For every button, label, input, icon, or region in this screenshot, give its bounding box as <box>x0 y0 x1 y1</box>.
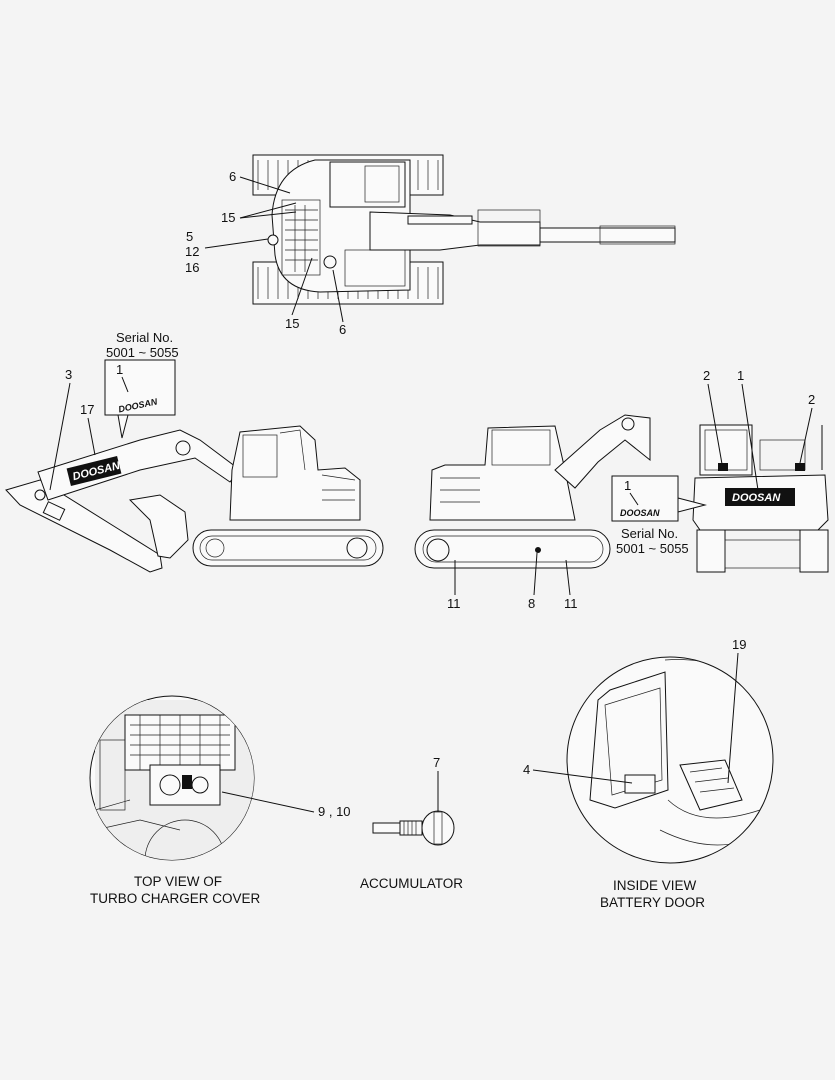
left-serial-inset <box>104 359 176 416</box>
top-callout-6a: 6 <box>229 169 236 184</box>
top-view-excavator: 6 15 5 12 16 15 6 <box>185 154 676 337</box>
rear-inset-logo: DOOSAN <box>620 508 660 518</box>
right-house <box>429 425 576 521</box>
battery-door <box>589 671 669 809</box>
rear-serial-inset <box>611 475 679 522</box>
accumulator-detail: 7 ACCUMULATOR <box>360 755 463 891</box>
top-callout-12: 12 <box>185 244 199 259</box>
top-callout-5: 5 <box>186 229 193 244</box>
rear-callout-1: 1 <box>737 368 744 383</box>
rear-callout-2a: 2 <box>703 368 710 383</box>
left-track <box>192 529 384 567</box>
rear-serial-range: 5001 ~ 5055 <box>616 541 689 556</box>
right-track <box>414 529 611 569</box>
right-callout-8: 8 <box>528 596 535 611</box>
top-callout-6b: 6 <box>339 322 346 337</box>
left-serial-title: Serial No. <box>116 330 173 345</box>
turbo-detail: 9 , 10 TOP VIEW OF TURBO CHARGER COVER <box>89 695 351 906</box>
turbo-callout: 9 , 10 <box>318 804 351 819</box>
left-bucket <box>128 494 189 559</box>
top-callout-16: 16 <box>185 260 199 275</box>
rear-logo: DOOSAN <box>732 492 781 504</box>
left-house <box>229 425 361 521</box>
rear-track-left <box>696 529 726 573</box>
rear-track-right <box>799 529 829 573</box>
right-callout-11b: 11 <box>564 596 578 611</box>
left-arm <box>5 479 163 573</box>
left-callout-17: 17 <box>80 402 94 417</box>
rear-view-excavator: DOOSAN 2 1 2 1 DOOSAN Serial No. 5001 ~ … <box>611 368 829 573</box>
left-callout-3: 3 <box>65 367 72 382</box>
right-callout-11a: 11 <box>447 596 461 611</box>
right-boom <box>554 414 651 489</box>
left-inset-callout: 1 <box>116 362 123 377</box>
left-serial-range: 5001 ~ 5055 <box>106 345 179 360</box>
rear-callout-2b: 2 <box>808 392 815 407</box>
battery-caption-line1: INSIDE VIEW <box>613 878 697 893</box>
rear-serial-title: Serial No. <box>621 526 678 541</box>
top-callout-15a: 15 <box>221 210 235 225</box>
top-cab <box>329 161 406 208</box>
turbo-caption-line2: TURBO CHARGER COVER <box>90 891 261 906</box>
left-side-excavator: Serial No. 5001 ~ 5055 1 DOOSAN DOOSAN 3 <box>5 330 384 573</box>
left-boom-decal <box>66 455 122 487</box>
right-side-excavator: 11 8 11 <box>414 414 651 611</box>
accumulator-body <box>421 810 455 846</box>
rear-inset-callout: 1 <box>624 478 631 493</box>
accumulator-stem <box>372 822 403 834</box>
rear-logo-decal <box>725 488 795 506</box>
battery-callout-4: 4 <box>523 762 530 777</box>
battery-box <box>679 759 743 811</box>
accumulator-caption: ACCUMULATOR <box>360 876 463 891</box>
top-callout-15b: 15 <box>285 316 299 331</box>
battery-caption-line2: BATTERY DOOR <box>600 895 705 910</box>
battery-detail: 19 4 INSIDE VIEW BATTERY DOOR <box>523 637 774 910</box>
battery-callout-19: 19 <box>732 637 746 652</box>
left-boom <box>37 429 241 501</box>
right-cab-window <box>491 429 551 466</box>
left-cab-window <box>242 434 278 478</box>
turbo-caption-line1: TOP VIEW OF <box>134 874 222 889</box>
accumulator-callout: 7 <box>433 755 440 770</box>
